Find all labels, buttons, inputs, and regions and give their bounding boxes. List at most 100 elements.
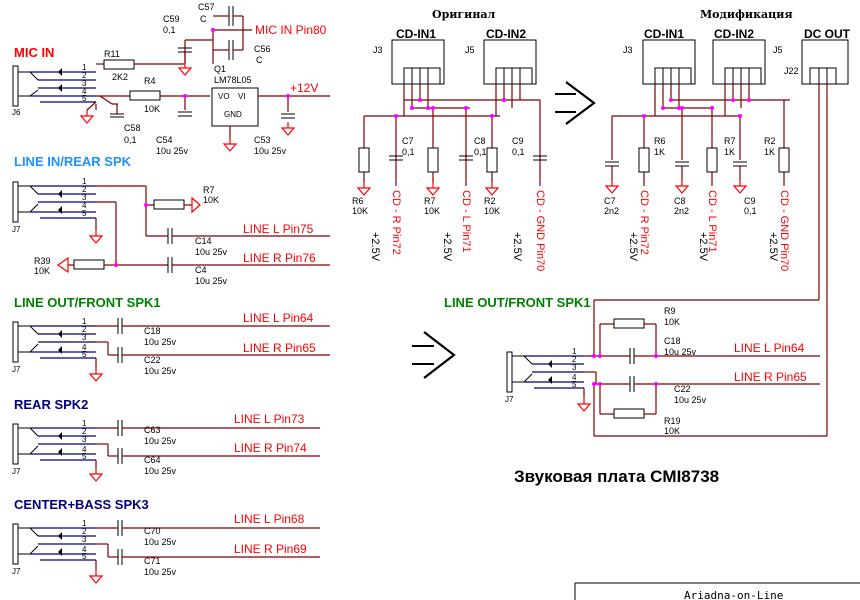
r4-value: 10K [144,104,160,114]
orig-cd-in2: CD-IN2 [486,27,526,41]
mic-circuit [80,6,330,152]
pin-label: 3 [82,79,87,88]
orig-c9-label: C9 [512,136,524,146]
c58-value: 0,1 [124,135,137,145]
net-plus12v: +12V [290,81,318,95]
pin-label: 5 [82,209,87,218]
mod-c18-label: C18 [664,336,681,346]
pin-label: 4 [82,445,87,454]
c57-label: C57 [198,2,215,12]
pin-label: 5 [572,380,577,389]
mod-cd-in2: CD-IN2 [714,27,754,41]
pin-label: 3 [572,363,577,372]
mic-in-heading: MIC IN [14,45,54,60]
jack-label-j6: J6 [12,108,21,117]
orig-r7-label: R7 [424,196,436,206]
mod-r9-value: 10K [664,317,680,327]
mod-c22-label: C22 [674,384,691,394]
net-line-r-pin76: LINE R Pin76 [243,251,316,265]
original-cd-connectors [357,39,547,196]
line-in-jack [12,181,96,223]
q1-label: Q1 [214,64,226,74]
pin-label: 1 [82,63,87,72]
orig-cd-l-net: CD - L Pin71 [460,190,472,253]
mod-r7-label: R7 [724,136,736,146]
orig-cd-in1: CD-IN1 [396,27,436,41]
orig-v-label: +2.5V [369,232,381,262]
jack-label-j7: J7 [12,467,21,476]
pin-label: 3 [82,435,87,444]
pin-label: 2 [572,355,577,364]
r39-value: 10K [34,266,50,276]
orig-j3: J3 [373,45,383,55]
c18-value: 10u 25v [144,337,177,347]
orig-r6-label: R6 [352,196,364,206]
c14-label: C14 [195,236,212,246]
c71-label: C71 [144,556,161,566]
orig-c9-value: 0,1 [512,147,525,157]
orig-r2-value: 10K [484,206,500,216]
pin-label: 4 [82,343,87,352]
net-line-l-pin73: LINE L Pin73 [234,412,305,426]
net-line-r-pin69: LINE R Pin69 [234,542,307,556]
c22-label: C22 [144,355,161,365]
q1-value: LM78L05 [214,75,252,85]
c18-label: C18 [144,326,161,336]
c56-value: C [256,55,263,65]
r4-label: R4 [144,76,156,86]
mod-c18-value: 10u 25v [664,347,697,357]
pin-label: 2 [82,71,87,80]
c63-value: 10u 25v [144,436,177,446]
r7-left-label: R7 [203,185,215,195]
c59-value: 0,1 [163,25,176,35]
pin-label: 4 [572,373,577,382]
pin-label: 2 [82,325,87,334]
pin-label: 5 [82,452,87,461]
mod-net-line-r-pin65: LINE R Pin65 [734,370,807,384]
mod-r6-label: R6 [654,136,666,146]
net-line-r-pin74: LINE R Pin74 [234,441,307,455]
mod-line-out-heading: LINE OUT/FRONT SPK1 [444,295,591,310]
pin-label: 2 [82,527,87,536]
orig-v-label: +2.5V [441,232,453,262]
r7-left-value: 10K [203,195,219,205]
net-mic-in-pin80: MIC IN Pin80 [255,23,327,37]
r11-value: 2K2 [112,72,128,82]
c63-label: C63 [144,425,161,435]
c70-value: 10u 25v [144,537,177,547]
net-line-l-pin68: LINE L Pin68 [234,512,305,526]
board-title: Звуковая плата CMI8738 [514,467,719,486]
c70-label: C70 [144,526,161,536]
mod-c9-value: 0,1 [744,206,757,216]
mod-r19-value: 10K [664,426,680,436]
q1-gnd: GND [224,110,242,119]
r39-label: R39 [34,256,51,266]
mod-j5: J5 [773,45,783,55]
mod-r2-value: 1K [764,147,775,157]
mod-r6-value: 1K [654,147,665,157]
mod-r7-value: 1K [724,147,735,157]
jack-label-j7: J7 [505,395,514,404]
arrow-to-mod-lineout [412,331,456,379]
line-in-heading: LINE IN/REAR SPK [14,154,132,169]
mod-cd-connectors [594,39,849,436]
r11-label: R11 [104,49,120,59]
c54-value: 10u 25v [156,146,189,156]
c53-label: C53 [254,135,271,145]
mod-net-line-l-pin64: LINE L Pin64 [734,341,805,355]
pin-label: 1 [572,347,577,356]
center-jack [12,520,320,584]
pin-label: 2 [82,427,87,436]
c59-label: C59 [163,14,180,24]
orig-cd-gnd-net: CD - GND Pin70 [534,190,546,271]
line-out-heading: LINE OUT/FRONT SPK1 [14,295,161,310]
q1-vi: VI [238,92,246,101]
c4-value: 10u 25v [195,276,228,286]
orig-c7-value: 0,1 [402,147,415,157]
c58-label: C58 [124,123,141,133]
net-line-r-pin65: LINE R Pin65 [243,341,316,355]
mod-cd-l-net: CD - L Pin71 [706,190,718,253]
jack-label-j7: J7 [12,225,21,234]
pin-label: 3 [82,535,87,544]
c64-label: C64 [144,455,161,465]
